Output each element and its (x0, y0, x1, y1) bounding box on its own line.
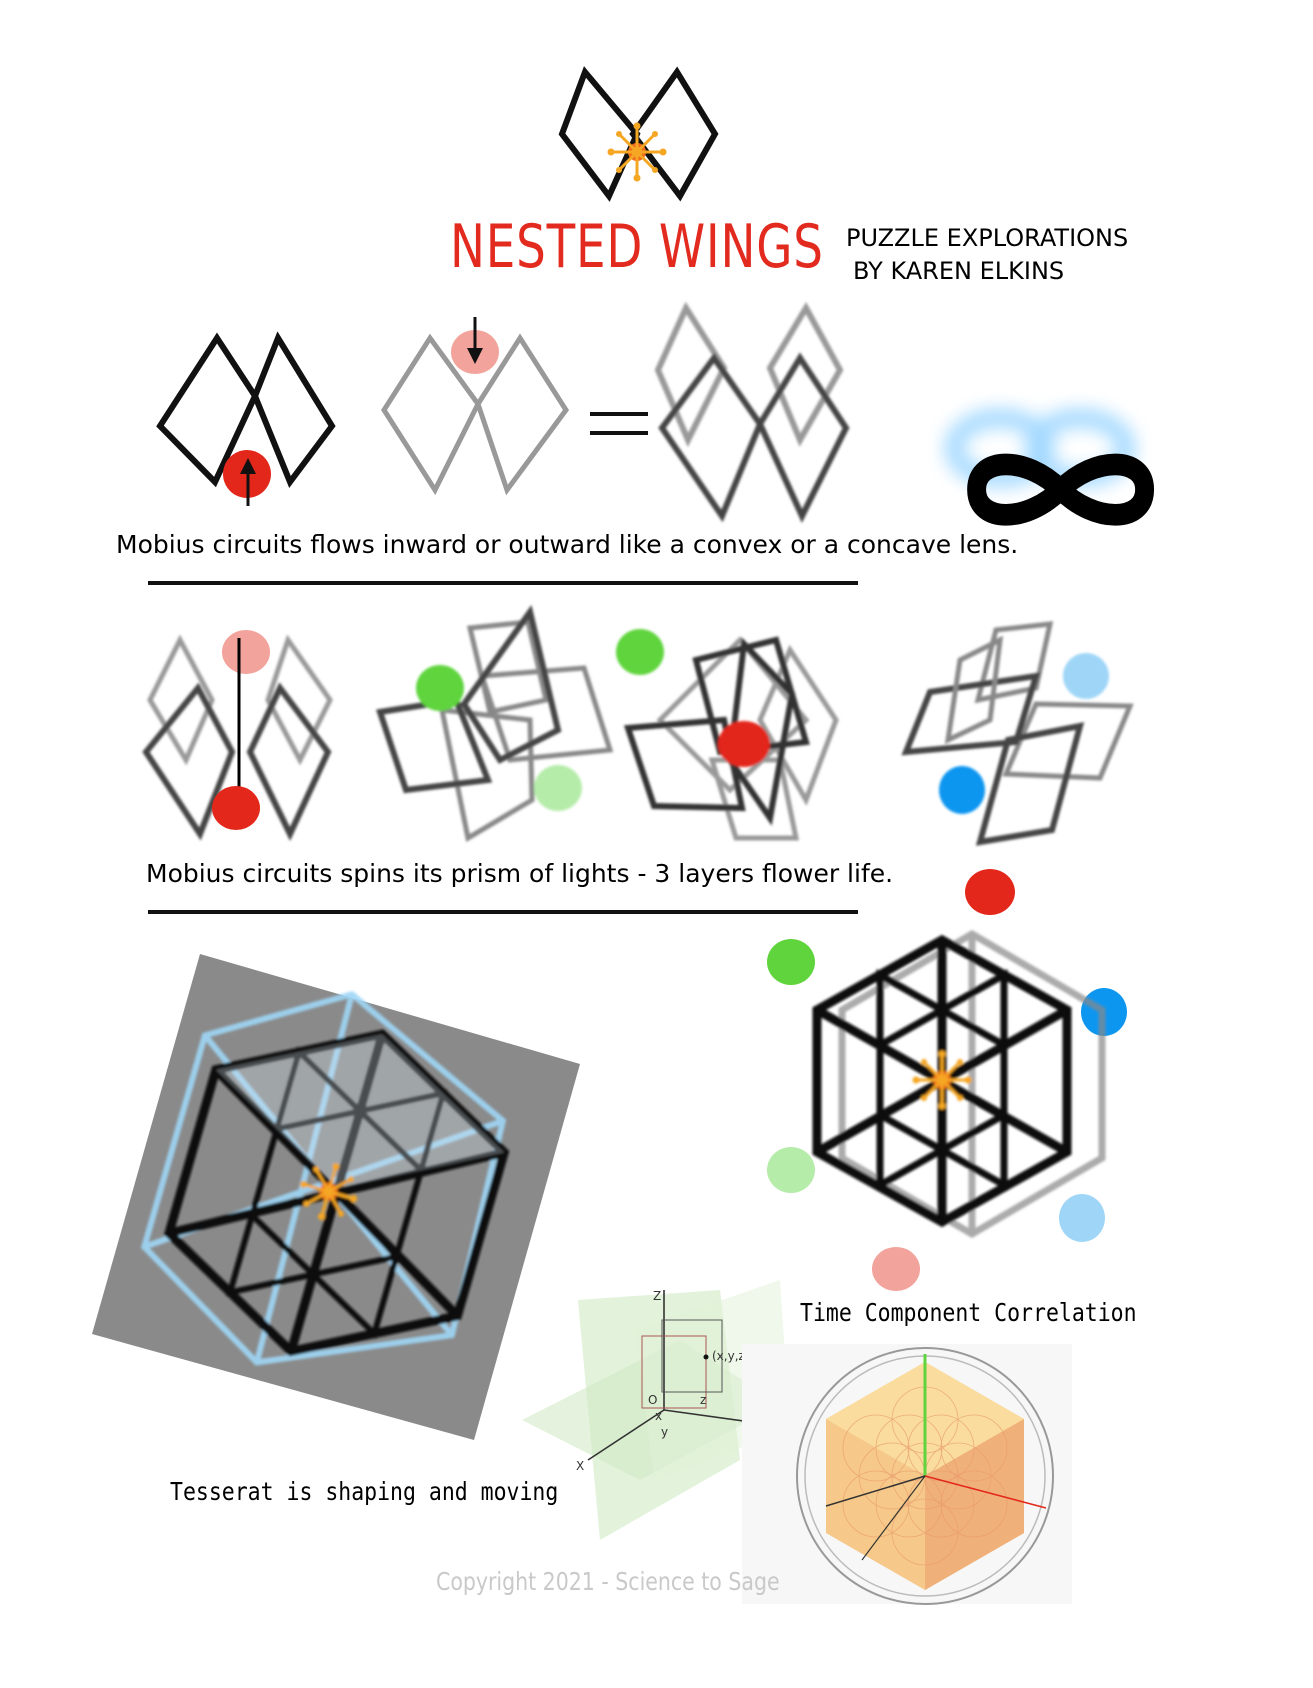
byline-line-1: PUZZLE EXPLORATIONS (846, 224, 1129, 252)
nested-wings-logo-icon (558, 66, 719, 202)
copyright-text: Copyright 2021 - Science to Sage (436, 1567, 780, 1596)
arrow-up-icon (240, 458, 256, 506)
page-title: NESTED WINGS (450, 212, 824, 282)
caption-row-2: Mobius circuits spins its prism of light… (146, 859, 894, 888)
byline-line-2: BY KAREN ELKINS (853, 257, 1065, 285)
x-small-label: x (655, 1409, 662, 1423)
combined-wings-figure (654, 301, 850, 523)
infinity-icon (945, 409, 1155, 526)
red-dot (965, 869, 1015, 915)
x-axis-label: X (576, 1459, 584, 1473)
arrow-down-icon (467, 317, 483, 364)
equals-icon (590, 412, 648, 435)
wings-axis-figure (142, 630, 333, 841)
flower-of-life-hexagon-figure (742, 1344, 1072, 1605)
wings-outward-figure (156, 331, 336, 506)
origin-label: O (648, 1393, 657, 1407)
z-axis-label: Z (653, 1289, 661, 1303)
caption-row-1: Mobius circuits flows inward or outward … (116, 530, 1019, 559)
rotated-wings-figure-1 (376, 604, 614, 842)
wings-inward-figure (381, 317, 570, 496)
tesseract-figure (92, 954, 580, 1440)
caption-time-component: Time Component Correlation (800, 1298, 1137, 1327)
point-label: (x,y,z) (712, 1349, 750, 1363)
time-component-figure (767, 929, 1127, 1291)
rotated-wings-figure-2 (616, 629, 839, 841)
caption-tesserat: Tesserat is shaping and moving (170, 1477, 559, 1506)
z-small-label: z (700, 1393, 706, 1407)
y-small-label: y (661, 1425, 668, 1439)
rotated-wings-figure-3 (901, 621, 1134, 846)
